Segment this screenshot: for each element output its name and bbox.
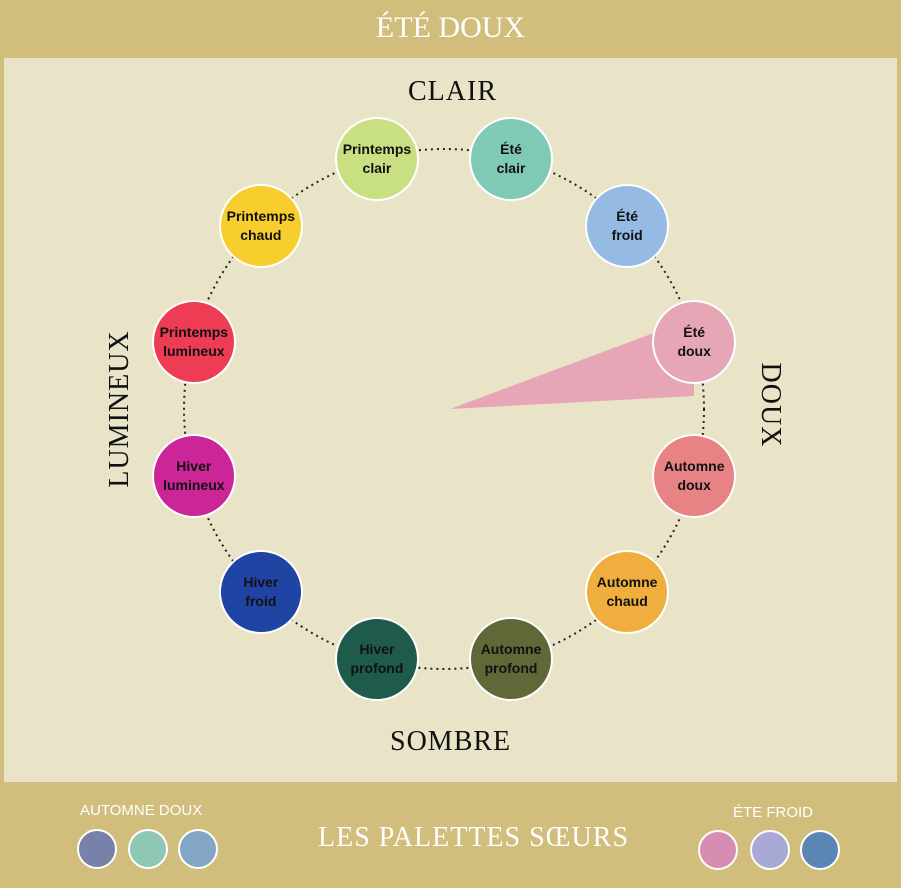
season-label: Été froid [611,207,643,243]
season-automne-profond[interactable]: Automne profond [469,617,554,702]
season-label: Hiver lumineux [163,458,225,494]
season-automne-doux[interactable]: Automne doux [652,434,737,519]
sister-palettes-footer: AUTOMNE DOUX LES PALETTES SŒURS ÉTE FROI… [0,784,901,888]
season-hiver-profond[interactable]: Hiver profond [334,617,419,702]
left-palette-swatch-1[interactable] [77,829,117,869]
season-été-froid[interactable]: Été froid [585,183,670,268]
season-printemps-lumineux[interactable]: Printemps lumineux [151,299,236,384]
season-hiver-lumineux[interactable]: Hiver lumineux [151,434,236,519]
right-palette-swatch-1[interactable] [698,830,738,870]
wheel-graphic [183,148,705,670]
page-title: ÉTÉ DOUX [375,11,526,44]
season-été-doux[interactable]: Été doux [652,299,737,384]
season-label: Automne doux [663,458,725,494]
season-label: Hiver profond [350,641,404,677]
season-label: Printemps clair [342,140,412,176]
axis-label-sombre: SOMBRE [390,726,512,757]
left-palette-swatch-3[interactable] [178,829,218,869]
right-palette-swatch-2[interactable] [750,830,790,870]
season-label: Printemps chaud [226,207,296,243]
season-wheel-panel: CLAIR SOMBRE LUMINEUX DOUX Printemps cla… [4,58,897,782]
sister-palette-right-label: ÉTE FROID [733,804,814,821]
axis-label-clair: CLAIR [408,76,497,107]
selection-pointer [450,318,694,409]
wheel-dotted-ring [183,148,705,670]
season-printemps-clair[interactable]: Printemps clair [334,116,419,201]
season-hiver-froid[interactable]: Hiver froid [218,550,303,635]
season-label: Été doux [677,323,711,359]
season-label: Automne profond [480,641,542,677]
sister-palettes-title: LES PALETTES SŒURS [318,822,630,853]
season-label: Été clair [496,140,526,176]
axis-label-doux: DOUX [755,362,786,448]
season-automne-chaud[interactable]: Automne chaud [585,550,670,635]
sister-palette-left-label: AUTOMNE DOUX [80,802,203,819]
season-label: Automne chaud [596,574,658,610]
season-printemps-chaud[interactable]: Printemps chaud [218,183,303,268]
season-été-clair[interactable]: Été clair [469,116,554,201]
right-palette-swatch-3[interactable] [800,830,840,870]
axis-label-lumineux: LUMINEUX [104,330,135,488]
season-label: Hiver froid [243,574,279,610]
season-label: Printemps lumineux [159,323,229,359]
left-palette-swatch-2[interactable] [128,829,168,869]
